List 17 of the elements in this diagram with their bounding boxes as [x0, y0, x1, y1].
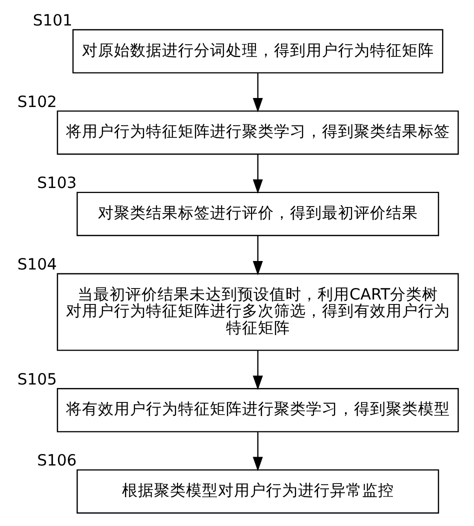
node-label: S101 [32, 11, 72, 30]
node-box: 根据聚类模型对用户行为进行异常监控 [76, 469, 439, 514]
arrow [252, 73, 262, 112]
node-box: 对原始数据进行分词处理，得到用户行为特征矩阵 [72, 29, 443, 74]
node-box: 当最初评价结果未达到预设值时，利用CART分类树对用户行为特征矩阵进行多次筛选，得到有效用户行为特征矩阵 [56, 273, 458, 351]
arrow [252, 350, 262, 390]
node-box: 对聚类结果标签进行评价，得到最初评价结果 [76, 192, 439, 236]
node-box: 将有效用户行为特征矩阵进行聚类学习，得到聚类模型 [56, 388, 458, 432]
node-label: S102 [16, 92, 56, 111]
arrow [252, 236, 262, 276]
node-label: S103 [36, 174, 76, 192]
arrow [252, 432, 262, 472]
node-label: S104 [16, 255, 56, 274]
node-box: 将用户行为特征矩阵进行聚类学习，得到聚类结果标签 [56, 110, 458, 155]
node-label: S106 [36, 452, 76, 470]
arrow [252, 154, 262, 194]
node-label: S105 [16, 370, 56, 388]
